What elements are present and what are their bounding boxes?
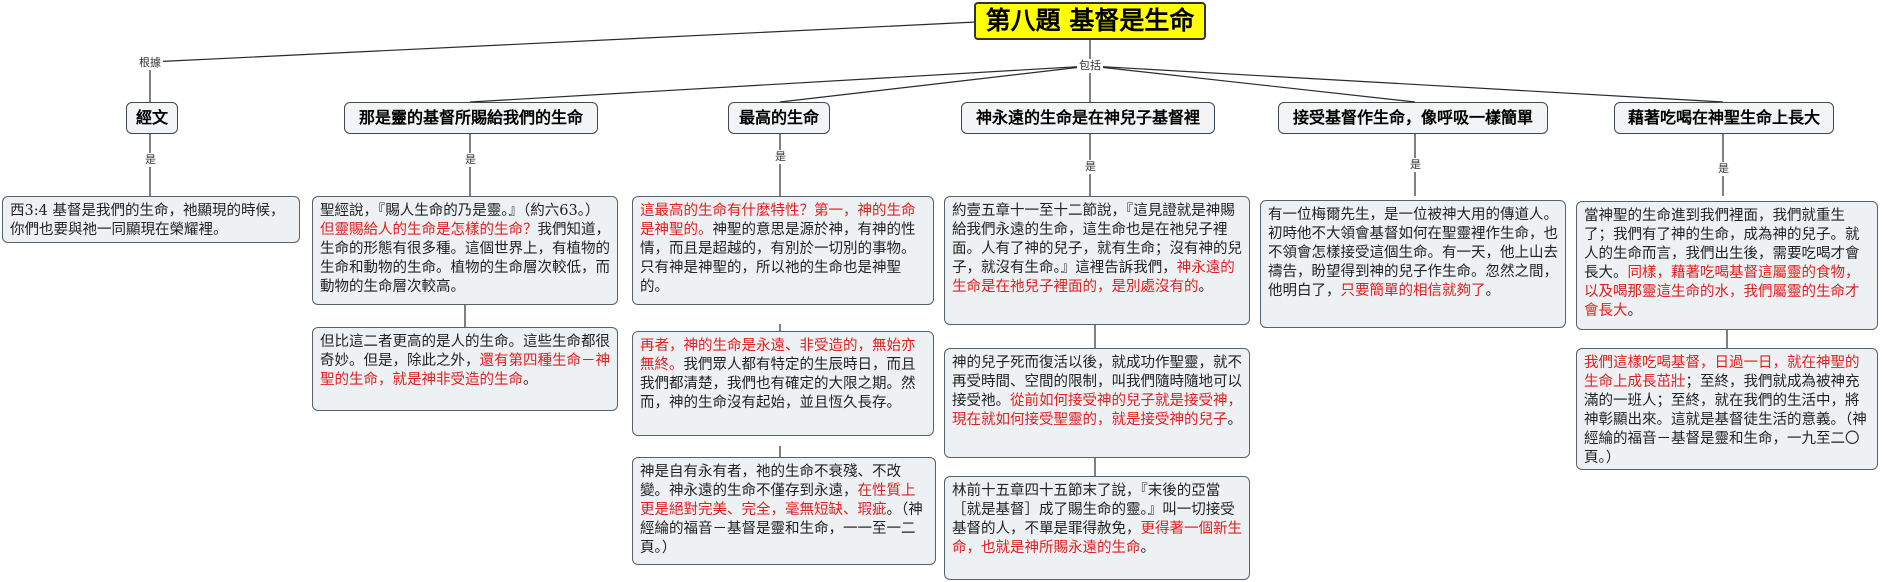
body-text: 我們知道，生命的形態有很多種。這個世界上，有植物的生命和動物的生命。植物的生命層… — [320, 222, 610, 295]
topic-life-given-by-spirit[interactable]: 那是靈的基督所賜給我們的生命 — [344, 102, 598, 134]
is-label: 是 — [1716, 162, 1731, 176]
body-text: 西3:4 基督是我們的生命，祂顯現的時候，你們也要與祂一同顯現在榮耀裡。 — [10, 203, 285, 238]
according-label: 根據 — [137, 56, 163, 70]
note-box[interactable]: 再者，神的生命是永遠、非受造的，無始亦無終。我們眾人都有特定的生辰時日，而且我們… — [632, 331, 934, 436]
note-box[interactable]: 約壹五章十一至十二節說，『這見證就是神賜給我們永遠的生命，這生命也是在祂兒子裡面… — [944, 196, 1250, 325]
body-text: 。（神經綸的福音－基督是靈和生命，一一至一二頁。） — [640, 502, 923, 556]
topic-highest-life[interactable]: 最高的生命 — [728, 102, 830, 134]
highlight-text: 只要簡單的相信就夠了 — [1340, 283, 1486, 299]
highlight-text: 更得著一個新生命，也就是神所賜永遠的生命 — [952, 521, 1242, 556]
note-box[interactable]: 神的兒子死而復活以後，就成功作聖靈，就不再受時間、空間的限制，叫我們隨時隨地可以… — [944, 348, 1250, 458]
body-text: 。 — [1140, 540, 1156, 556]
body-text: 神的兒子死而復活以後，就成功作聖靈，就不再受時間、空間的限制，叫我們隨時隨地可以… — [952, 355, 1242, 409]
is-label: 是 — [1408, 158, 1423, 172]
highlight-text: 再者，神的生命是永遠、非受造的，無始亦無終。 — [640, 338, 916, 373]
topic-scripture[interactable]: 經文 — [126, 102, 178, 134]
is-label: 是 — [463, 153, 478, 167]
is-label: 是 — [1083, 160, 1098, 174]
note-box[interactable]: 西3:4 基督是我們的生命，祂顯現的時候，你們也要與祂一同顯現在榮耀裡。 — [2, 196, 300, 243]
body-text: 有一位梅爾先生，是一位被神大用的傳道人。初時他不大領會基督如何在聖靈裡作生命，也… — [1268, 207, 1558, 299]
is-label: 是 — [773, 150, 788, 164]
is-label: 是 — [143, 153, 158, 167]
topic-receive-christ-as-life[interactable]: 接受基督作生命，像呼吸一樣簡單 — [1278, 102, 1548, 134]
highlight-text: 在性質上更是絕對完美、完全，毫無短缺、瑕疵 — [640, 483, 916, 518]
includes-label: 包括 — [1077, 59, 1103, 73]
body-text: 。 — [1627, 303, 1643, 319]
body-text: 。 — [523, 372, 538, 388]
highlight-text: 還有第四種生命－神聖的生命，就是神非受造的生命 — [320, 353, 610, 388]
highlight-text: 這最高的生命有什麼特性？第一，神的生命是神聖的。 — [640, 203, 916, 238]
highlight-text: 同樣，藉著吃喝基督這屬靈的食物，以及喝那靈這生命的水，我們屬靈的生命才會長大 — [1584, 265, 1860, 319]
highlight-text: 但靈賜給人的生命是怎樣的生命？ — [320, 222, 538, 238]
note-box[interactable]: 但比這二者更高的是人的生命。這些生命都很奇妙。但是，除此之外，還有第四種生命－神… — [312, 327, 618, 411]
note-box[interactable]: 林前十五章四十五節末了說，『末後的亞當［就是基督］成了賜生命的靈。』叫一切接受基… — [944, 476, 1250, 580]
body-text: 但比這二者更高的是人的生命。這些生命都很奇妙。但是，除此之外， — [320, 334, 610, 369]
body-text: 神是自有永有者，祂的生命不衰殘、不改變。神永遠的生命不僅存到永遠， — [640, 464, 901, 499]
body-text: 當神聖的生命進到我們裡面，我們就重生了；我們有了神的生命，成為神的兒子。就人的生… — [1584, 208, 1860, 281]
topic-eternal-life-in-son[interactable]: 神永遠的生命是在神兒子基督裡 — [961, 102, 1215, 134]
note-box[interactable]: 我們這樣吃喝基督，日過一日，就在神聖的生命上成長茁壯；至終，我們就成為被神充滿的… — [1576, 348, 1878, 470]
note-box[interactable]: 有一位梅爾先生，是一位被神大用的傳道人。初時他不大領會基督如何在聖靈裡作生命，也… — [1260, 200, 1566, 328]
body-text: 我們眾人都有特定的生辰時日，而且我們都清楚，我們也有確定的大限之期。然而，神的生… — [640, 357, 916, 411]
note-box[interactable]: 聖經說，『賜人生命的乃是靈。』（約六63。） 但靈賜給人的生命是怎樣的生命？我們知… — [312, 196, 618, 305]
body-text: 約壹五章十一至十二節說，『這見證就是神賜給我們永遠的生命，這生命也是在祂兒子裡面… — [952, 203, 1242, 276]
note-box[interactable]: 當神聖的生命進到我們裡面，我們就重生了；我們有了神的生命，成為神的兒子。就人的生… — [1576, 201, 1878, 330]
body-text: 。 — [1485, 283, 1501, 299]
root-topic[interactable]: 第八題 基督是生命 — [974, 2, 1206, 40]
highlight-text: 我們這樣吃喝基督，日過一日，就在神聖的生命上成長茁壯 — [1584, 355, 1860, 390]
body-text: 。 — [1198, 279, 1214, 295]
topic-grow-by-eating[interactable]: 藉著吃喝在神聖生命上長大 — [1614, 102, 1834, 134]
body-text: 。 — [1227, 412, 1243, 428]
body-text: 林前十五章四十五節末了說，『末後的亞當［就是基督］成了賜生命的靈。』叫一切接受基… — [952, 483, 1235, 537]
highlight-text: 從前如何接受神的兒子就是接受神，現在就如何接受聖靈的，就是接受神的兒子 — [952, 393, 1242, 428]
body-text: 神聖的意思是源於神，有神的性情，而且是超越的，有別於一切別的事物。只有神是神聖的… — [640, 222, 916, 295]
note-box[interactable]: 神是自有永有者，祂的生命不衰殘、不改變。神永遠的生命不僅存到永遠，在性質上更是絕… — [632, 457, 936, 565]
body-text: 聖經說，『賜人生命的乃是靈。』（約六63。） — [320, 203, 600, 219]
note-box[interactable]: 這最高的生命有什麼特性？第一，神的生命是神聖的。神聖的意思是源於神，有神的性情，… — [632, 196, 934, 305]
body-text: ；至終，我們就成為被神充滿的一班人；至終，就在我們的生活中，將神彰顯出來。這就是… — [1584, 374, 1867, 466]
highlight-text: 神永遠的生命是在祂兒子裡面的，是別處沒有的 — [952, 260, 1235, 295]
